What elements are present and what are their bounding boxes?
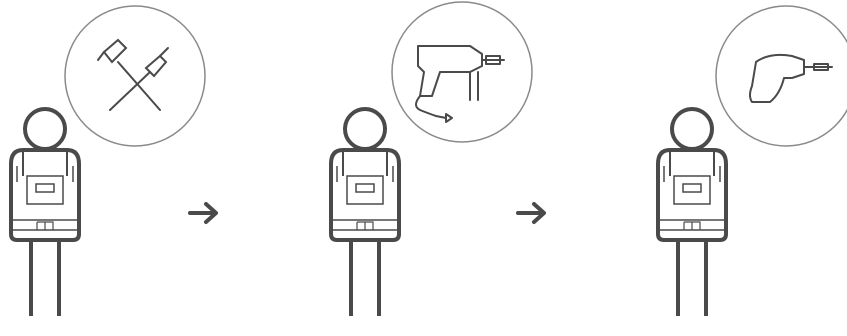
tool-bubble	[716, 6, 847, 146]
tool-bubble	[392, 2, 532, 142]
step-2	[331, 2, 532, 316]
worker-figure	[658, 109, 726, 316]
arrow-right-icon	[190, 204, 216, 222]
step-1	[11, 6, 205, 316]
worker-figure	[331, 109, 399, 316]
tool-bubble	[65, 6, 205, 146]
step-3	[658, 6, 847, 316]
arrow-right-icon	[518, 204, 544, 222]
worker-figure	[11, 109, 79, 316]
